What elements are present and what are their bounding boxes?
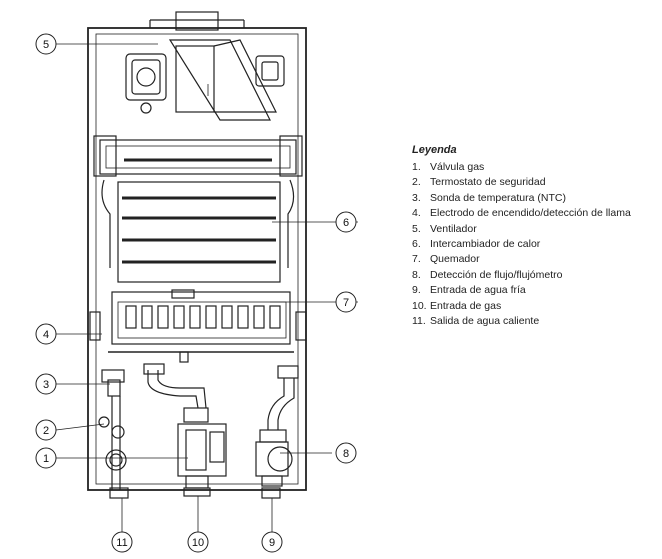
legend-item: 5. Ventilador — [412, 222, 657, 237]
svg-text:6: 6 — [343, 217, 349, 229]
legend-label: Quemador — [430, 253, 480, 266]
heat-exchanger — [93, 135, 303, 283]
legend: Leyenda 1. Válvula gas 2. Termostato de se… — [412, 144, 657, 329]
svg-text:4: 4 — [43, 329, 49, 341]
legend-item: 3. Sonda de temperatura (NTC) — [412, 191, 657, 206]
legend-number: 9. — [412, 284, 421, 297]
legend-number: 6. — [412, 237, 421, 250]
flue-collar — [175, 11, 219, 31]
legend-list: 1.Válvula gas 2.Termostato de seguridad … — [412, 160, 657, 329]
svg-text:5: 5 — [43, 39, 49, 51]
callout-4: 4 — [35, 323, 57, 345]
hot-water-pipe — [98, 369, 129, 499]
legend-number: 7. — [412, 253, 421, 266]
legend-label: Válvula gas — [430, 161, 485, 173]
legend-number: 4. — [412, 207, 421, 220]
legend-label: Electrodo de encendido/detección de llam… — [430, 207, 631, 220]
legend-label: Ventilador — [430, 222, 477, 235]
legend-number: 5. — [412, 222, 421, 235]
callout-1: 1 — [35, 447, 57, 469]
callout-9: 9 — [261, 531, 283, 553]
legend-label: Detección de flujo/flujómetro — [430, 268, 563, 281]
legend-item: 8. Detección de flujo/flujómetro — [412, 268, 657, 283]
legend-title: Leyenda — [412, 144, 457, 156]
svg-text:11: 11 — [116, 537, 127, 549]
legend-number: 11. — [412, 314, 426, 327]
legend-item: 1. Válvula gas — [412, 160, 657, 175]
gas-valve — [143, 363, 227, 497]
legend-number: 1. — [412, 161, 421, 173]
callout-8: 8 — [335, 442, 357, 464]
legend-number: 10. — [412, 299, 427, 312]
svg-text:7: 7 — [343, 297, 349, 309]
svg-text:8: 8 — [343, 448, 349, 460]
callout-11: 11 — [111, 531, 133, 553]
burner — [89, 289, 307, 363]
legend-item: 9. Entrada de agua fría — [412, 283, 657, 298]
boiler-casing — [87, 27, 307, 491]
legend-label: Intercambiador de calor — [430, 237, 541, 250]
svg-text:1: 1 — [43, 453, 49, 465]
legend-number: 3. — [412, 191, 421, 204]
callout-2: 2 — [35, 419, 57, 441]
legend-label: Salida de agua caliente — [430, 314, 540, 327]
legend-item: 4. Electrodo de encendido/detección de ll… — [412, 206, 657, 221]
callout-3: 3 — [35, 373, 57, 395]
svg-text:10: 10 — [192, 537, 204, 549]
inner-frame — [95, 33, 299, 485]
callout-5: 5 — [35, 33, 57, 55]
legend-item: 2. Termostato de seguridad — [412, 175, 657, 190]
legend-item: 11. Salida de agua caliente — [412, 314, 657, 329]
legend-label: Sonda de temperatura (NTC) — [430, 191, 566, 204]
callout-7: 7 — [335, 291, 357, 313]
callout-10: 10 — [187, 531, 209, 553]
legend-item: 6. Intercambiador de calor — [412, 237, 657, 252]
svg-text:9: 9 — [269, 537, 275, 549]
legend-label: Entrada de agua fría — [430, 284, 526, 297]
legend-item: 10.Entrada de gas — [412, 299, 657, 314]
callout-6: 6 — [335, 211, 357, 233]
legend-label: Termostato de seguridad — [430, 176, 546, 189]
fan-assembly — [125, 39, 285, 121]
legend-item: 7. Quemador — [412, 252, 657, 267]
flow-sensor — [255, 365, 299, 499]
legend-number: 2. — [412, 176, 421, 189]
svg-text:2: 2 — [43, 425, 49, 437]
legend-number: 8. — [412, 268, 421, 281]
boiler-diagram: 5 6 7 4 3 2 1 8 11 10 9 — [35, 11, 358, 553]
svg-text:3: 3 — [43, 379, 49, 391]
legend-label: Entrada de gas — [430, 299, 502, 312]
